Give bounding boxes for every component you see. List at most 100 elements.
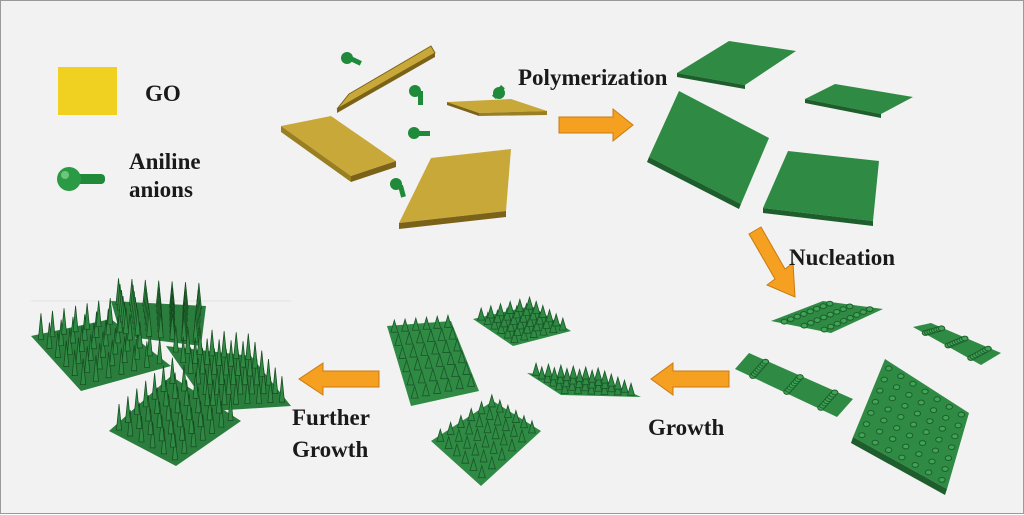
spike: [446, 421, 455, 435]
spike: [443, 313, 453, 328]
spike: [390, 318, 399, 333]
nucleus-bump: [935, 436, 943, 443]
spike: [490, 315, 499, 330]
spike: [409, 343, 418, 358]
spike: [477, 306, 486, 321]
nucleus-bump: [905, 432, 914, 439]
spike: [519, 414, 528, 429]
nucleus-bump: [898, 454, 906, 461]
go-sheets-group: [281, 45, 547, 229]
spike: [555, 376, 564, 391]
long-spike: [163, 379, 170, 407]
spike: [473, 427, 482, 441]
nucleus-bump: [826, 311, 834, 318]
spike: [515, 297, 524, 312]
further-growth-label-line1: Further: [292, 405, 370, 430]
nucleus-bump: [826, 300, 834, 307]
long-spike: [116, 404, 123, 431]
long-spike: [199, 414, 206, 441]
spike: [499, 431, 508, 446]
nucleus-bump: [880, 417, 888, 424]
long-spike: [272, 367, 279, 394]
spike: [525, 295, 534, 310]
spike: [493, 308, 502, 323]
spike: [477, 400, 486, 415]
spike: [545, 308, 554, 323]
long-spike: [147, 408, 154, 436]
arrow-growth: [650, 362, 730, 396]
nucleus-bump: [905, 391, 913, 398]
nucleus-bump: [830, 389, 839, 396]
spike: [569, 364, 578, 379]
nucleation-label: Nucleation: [789, 245, 896, 270]
long-spike: [248, 367, 255, 395]
pani-sheet: [763, 151, 879, 221]
nucleus-bump: [800, 311, 808, 317]
spike: [509, 422, 518, 437]
spike: [575, 367, 584, 382]
grown-sheets: [387, 295, 641, 486]
aniline-molecules: [341, 52, 505, 198]
spike: [501, 417, 510, 432]
spike: [516, 315, 525, 330]
spike: [422, 315, 431, 330]
spike: [416, 329, 425, 344]
aniline-legend-label-line2: anions: [129, 177, 193, 202]
nucleus-bump: [944, 455, 953, 461]
nucleus-bump: [941, 466, 949, 472]
nucleus-bump: [787, 316, 795, 323]
spike: [426, 328, 435, 343]
spike: [489, 439, 498, 454]
spike: [532, 299, 541, 314]
nucleus-bump: [901, 402, 909, 409]
long-spike: [225, 368, 232, 395]
long-spike: [136, 402, 143, 429]
spike: [600, 369, 609, 384]
spike: [506, 300, 515, 314]
spike: [405, 330, 414, 345]
long-spike: [174, 386, 181, 414]
spike: [420, 342, 429, 356]
spike: [549, 319, 558, 334]
long-spike: [196, 328, 203, 355]
nucleus-bump: [800, 322, 808, 329]
spike: [512, 304, 521, 319]
spike: [527, 419, 537, 434]
arrow-polymerization: [558, 107, 634, 143]
long-spike: [240, 341, 247, 368]
spike: [620, 378, 629, 393]
long-spike: [206, 393, 213, 421]
long-spike: [246, 349, 253, 377]
spike: [627, 381, 636, 396]
long-spike: [218, 401, 225, 428]
nucleus-bump: [918, 440, 927, 446]
spike: [507, 437, 516, 452]
long-spike: [244, 377, 251, 405]
nucleus-bump: [796, 374, 804, 380]
long-spike: [215, 387, 222, 414]
spike: [485, 406, 494, 420]
long-spike: [184, 327, 191, 354]
long-spike: [188, 407, 195, 434]
long-spike: [260, 367, 267, 395]
long-spike: [169, 313, 176, 340]
spike: [519, 308, 528, 323]
spike: [435, 352, 444, 367]
spike: [417, 369, 426, 384]
long-spike: [252, 342, 259, 369]
spike: [511, 409, 520, 423]
nucleus-bump: [951, 433, 959, 440]
long-spike: [204, 338, 211, 365]
nucleus-bump: [933, 396, 941, 403]
go-legend-swatch: [58, 67, 117, 115]
spike: [444, 377, 453, 392]
spike: [479, 448, 488, 463]
nucleus-bump: [931, 447, 940, 454]
long-spike: [176, 400, 183, 428]
nucleus-bump: [780, 318, 788, 325]
spike: [394, 331, 403, 346]
aniline-legend-label-line1: Aniline: [129, 149, 201, 174]
long-spike: [245, 333, 252, 360]
spike: [486, 304, 495, 319]
